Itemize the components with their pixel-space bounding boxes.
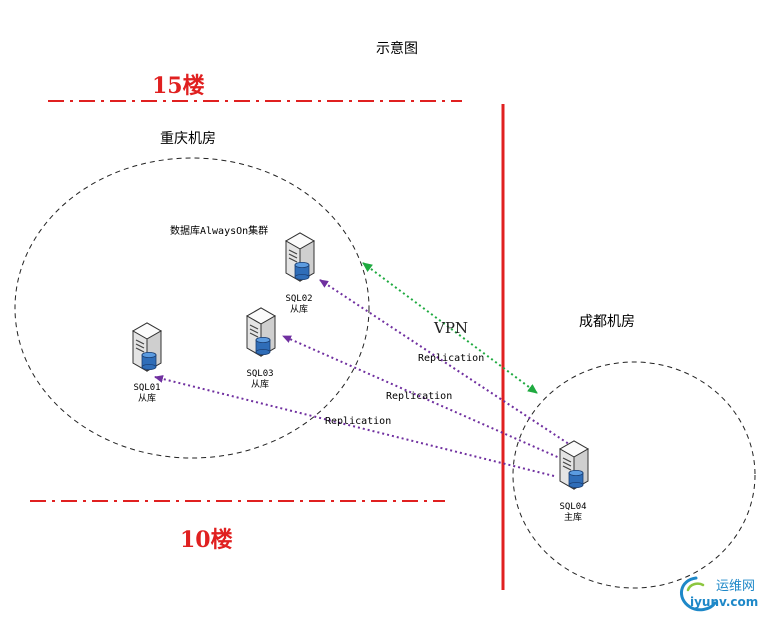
diagram-title: 示意图 [376,41,418,57]
vpn-label: VPN [434,319,469,337]
server-sql01-icon [132,322,162,372]
watermark-logo-icon [680,576,717,612]
server-role: 从库 [250,380,269,390]
server-name: SQL01 [133,383,161,393]
cluster-label: 数据库AlwaysOn集群 [170,226,269,237]
watermark-url: iyunv.com [690,595,759,609]
server-label-sql04: SQL04 主库 [543,502,603,524]
room-label-chongqing: 重庆机房 [160,131,216,147]
server-name: SQL03 [246,369,274,379]
replication-arrow-sql01 [154,375,555,477]
vpn-arrow [362,262,538,394]
server-name: SQL02 [285,294,313,304]
server-role: 从库 [137,394,156,404]
server-name: SQL04 [559,502,587,512]
replication-label-sql03: Replication [386,391,453,402]
floor-label-top: 15楼 [152,73,205,99]
watermark-cn: 运维网 [716,579,756,594]
server-sql04-icon [559,440,589,490]
replication-label-sql01: Replication [325,416,392,427]
replication-label-sql02: Replication [418,353,485,364]
room-label-chengdu: 成都机房 [579,314,635,330]
server-label-sql01: SQL01 从库 [117,383,177,405]
server-label-sql02: SQL02 从库 [269,294,329,316]
chengdu-room-boundary [512,361,756,589]
server-sql02-icon [285,232,315,282]
server-role: 主库 [563,513,582,523]
server-role: 从库 [289,305,308,315]
server-label-sql03: SQL03 从库 [230,369,290,391]
replication-arrow-sql03 [282,335,563,460]
floor-label-bottom: 10楼 [180,527,233,553]
